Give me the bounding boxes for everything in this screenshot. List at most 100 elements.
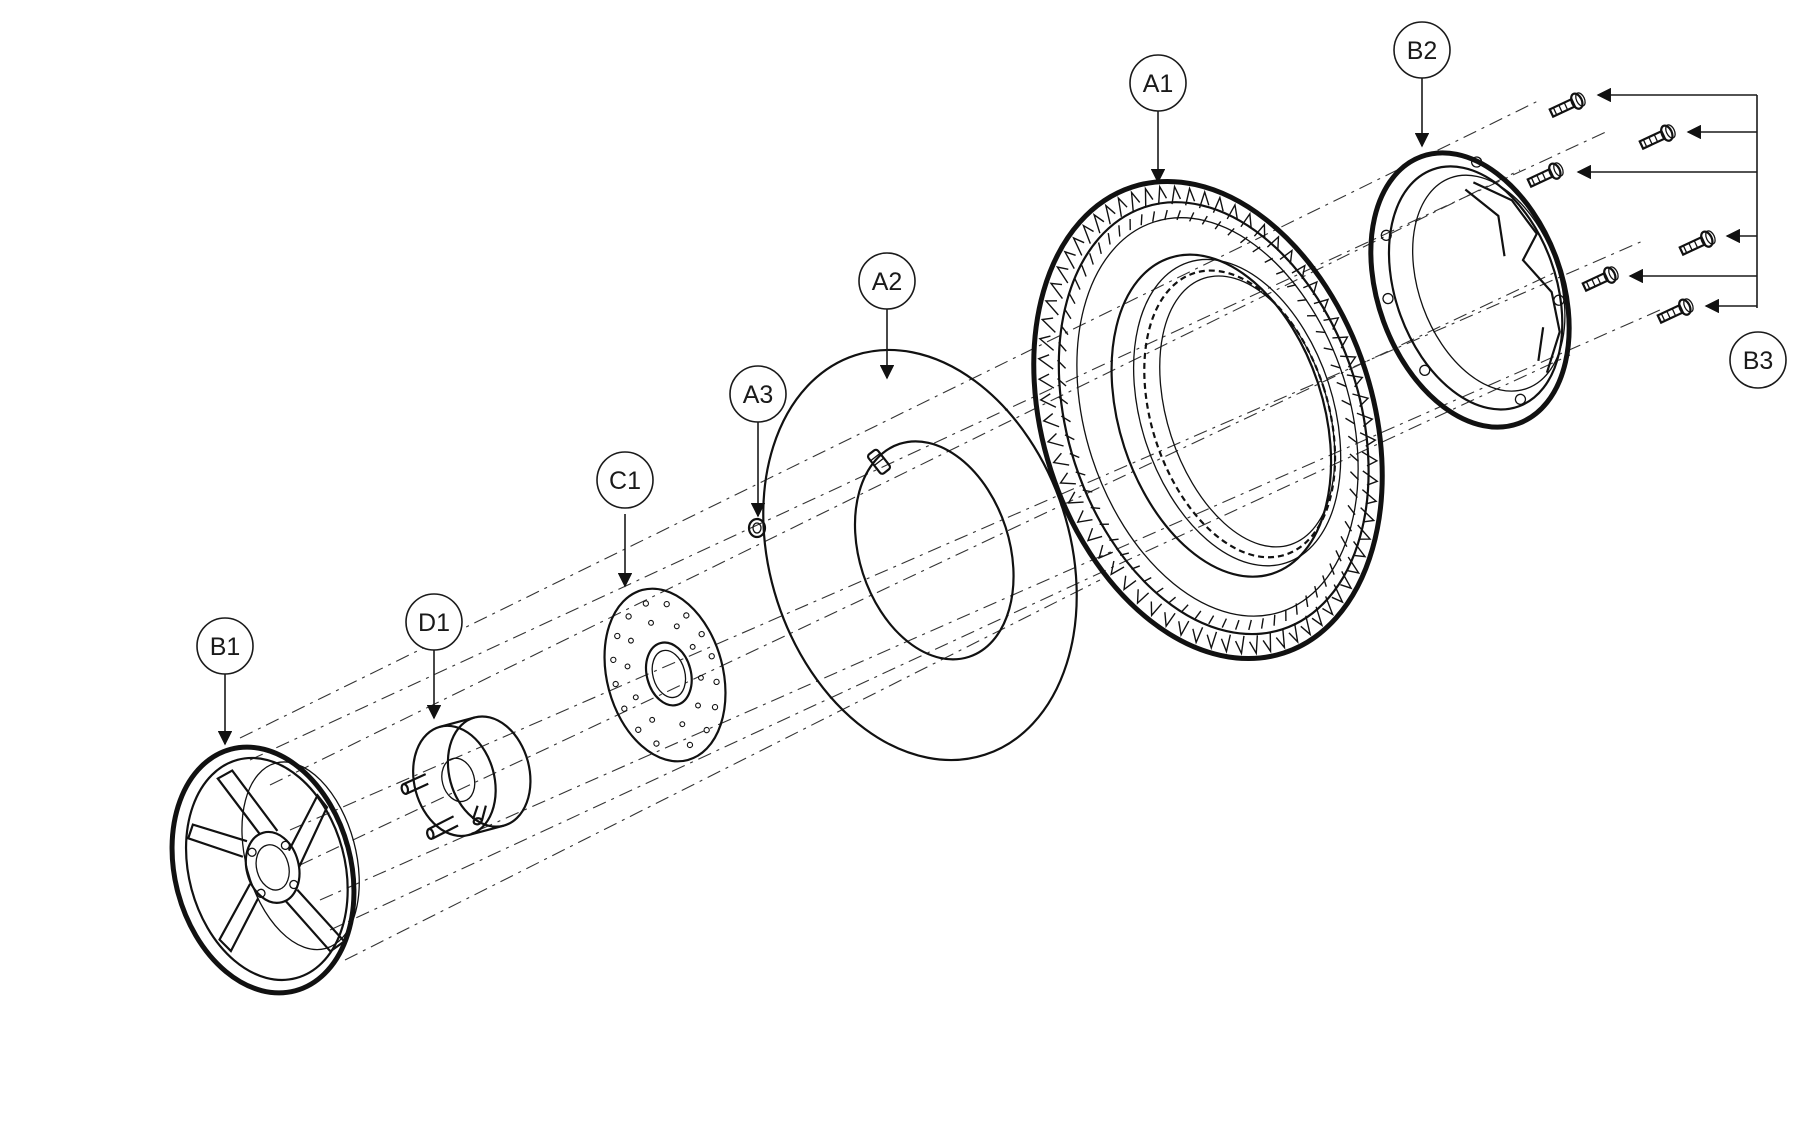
- tread-block: [1322, 596, 1334, 617]
- tread-sipe: [1297, 299, 1307, 302]
- tire-tread: [1037, 184, 1379, 656]
- tread-block: [1037, 354, 1054, 370]
- tread-sipe: [1264, 257, 1274, 263]
- tread-block: [1248, 635, 1259, 656]
- tread-block: [1362, 470, 1379, 486]
- tread-sipe: [1057, 378, 1067, 387]
- callout-label-d1: D1: [418, 609, 450, 637]
- tread-sipe: [1058, 342, 1067, 352]
- tread-sipe: [1188, 212, 1195, 222]
- tread-sipe: [1201, 215, 1208, 225]
- tread-sipe: [1227, 227, 1235, 236]
- tread-block: [1206, 631, 1218, 651]
- callout-label-b1: B1: [210, 633, 241, 661]
- callout-a2: A2: [858, 252, 916, 310]
- tread-sipe: [1097, 242, 1102, 255]
- brake-disc-c1: [603, 587, 727, 763]
- tread-block: [1313, 298, 1330, 313]
- tread-block: [1346, 374, 1364, 388]
- valve-nut-a3: [747, 517, 767, 539]
- tread-block: [1104, 203, 1116, 225]
- callout-label-a2: A2: [872, 268, 903, 296]
- tread-block: [1039, 393, 1057, 408]
- valve-stem: [867, 448, 892, 475]
- tread-block: [1253, 222, 1266, 239]
- tread-sipe: [1221, 618, 1228, 628]
- tread-block: [1040, 317, 1056, 333]
- tread-sipe: [1119, 552, 1130, 556]
- rim-half-outer-b2: [1368, 150, 1572, 430]
- screw: [1638, 124, 1676, 151]
- tread-sipe: [1164, 209, 1168, 221]
- tread-sipe: [1286, 284, 1297, 288]
- tread-sipe: [1107, 233, 1111, 245]
- tread-sipe: [1347, 504, 1356, 516]
- tread-block: [1226, 202, 1238, 220]
- tread-block: [1082, 223, 1094, 244]
- tread-sipe: [1275, 270, 1285, 275]
- tread-block: [1049, 282, 1063, 299]
- tread-block: [1332, 336, 1349, 349]
- callout-d1: D1: [405, 593, 463, 651]
- tread-sipe: [1074, 278, 1081, 290]
- tread-sipe: [1068, 292, 1076, 305]
- hub-stud: [426, 815, 459, 840]
- tread-sipe: [1248, 619, 1252, 631]
- tread-sipe: [1347, 435, 1358, 444]
- tread-sipe: [1064, 434, 1075, 441]
- tread-sipe: [1155, 587, 1164, 594]
- hub-stud: [400, 773, 429, 795]
- screw: [1656, 298, 1694, 325]
- tread-sipe: [1336, 381, 1347, 388]
- tread-block: [1092, 212, 1105, 234]
- tread-block: [1359, 432, 1377, 447]
- tread-block: [1262, 632, 1272, 654]
- callout-label-a1: A1: [1143, 70, 1174, 98]
- tread-sipe: [1341, 399, 1352, 406]
- callout-b3: B3: [1729, 331, 1787, 389]
- tread-sipe: [1058, 396, 1069, 405]
- tread-sipe: [1252, 246, 1261, 253]
- tread-sipe: [1109, 538, 1119, 541]
- tread-block: [1323, 316, 1340, 330]
- tread-block: [1331, 584, 1344, 604]
- hub-stud: [471, 805, 487, 826]
- tread-block: [1184, 186, 1196, 206]
- tread-block: [1300, 615, 1312, 637]
- tread-sipe: [1131, 565, 1141, 570]
- disc-holes: [610, 600, 720, 749]
- tread-sipe: [1305, 595, 1309, 607]
- tread-sipe: [1340, 535, 1348, 548]
- tread-sipe: [1176, 210, 1182, 221]
- tread-sipe: [1089, 253, 1094, 265]
- tread-sipe: [1322, 575, 1327, 587]
- tread-block: [1052, 452, 1070, 466]
- tread-sipe: [1194, 610, 1202, 619]
- tread-block: [1046, 432, 1064, 447]
- tread-sipe: [1273, 614, 1276, 626]
- tread-sipe: [1140, 214, 1143, 226]
- tread-sipe: [1349, 488, 1358, 498]
- tread-sipe: [1082, 489, 1093, 493]
- tread-block: [1110, 560, 1125, 576]
- tread-block: [1220, 634, 1232, 654]
- tread-block: [1347, 556, 1361, 574]
- tread-block: [1360, 507, 1376, 523]
- callout-c1: C1: [596, 451, 654, 509]
- callout-label-b2: B2: [1407, 37, 1438, 65]
- callout-a3: A3: [729, 365, 787, 423]
- tread-block: [1212, 195, 1224, 213]
- callout-label-a3: A3: [743, 381, 774, 409]
- tread-sipe: [1060, 415, 1071, 423]
- b3-leader-bracket: [1576, 87, 1758, 314]
- tread-block: [1037, 373, 1055, 389]
- tread-block: [1361, 489, 1378, 505]
- tread-sipe: [1344, 520, 1353, 532]
- tread-sipe: [1208, 615, 1215, 625]
- tread-block: [1353, 541, 1367, 558]
- tread-block: [1171, 184, 1182, 205]
- callout-label-c1: C1: [609, 467, 641, 495]
- tire-a1: [1031, 178, 1385, 662]
- tread-block: [1144, 186, 1154, 208]
